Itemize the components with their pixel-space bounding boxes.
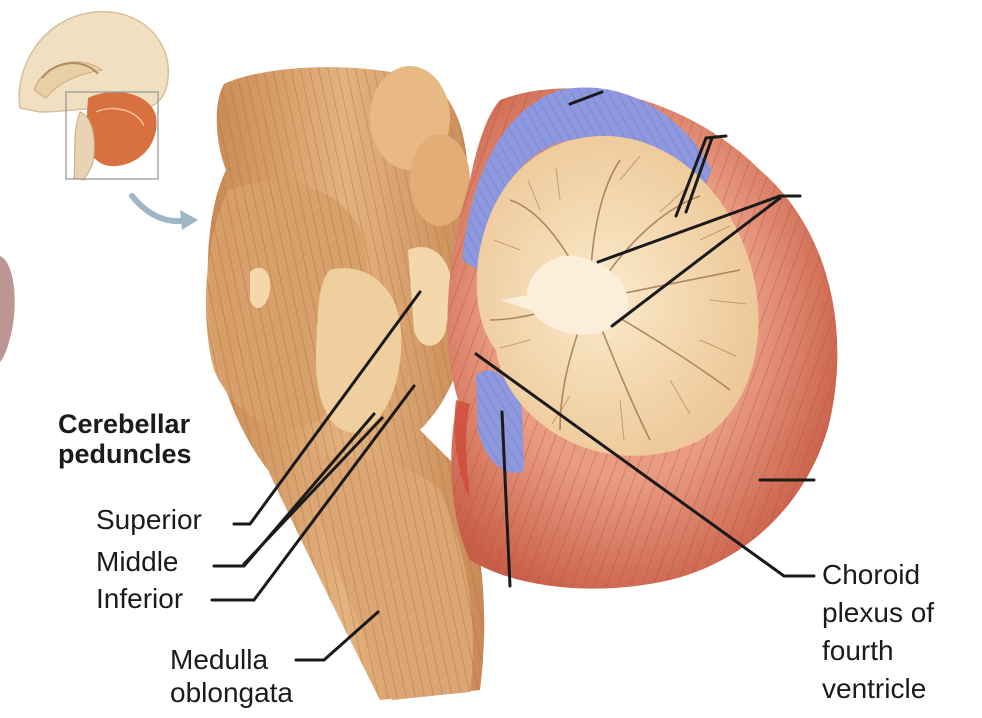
inset-brain-thumbnail	[19, 12, 168, 180]
cerebellar-peduncles-heading-line1: Cerebellar	[58, 410, 190, 439]
label-choroid-line2: plexus of	[822, 596, 934, 630]
label-inferior: Inferior	[96, 582, 183, 616]
cerebellar-peduncles-heading-line2: peduncles	[58, 440, 192, 469]
label-choroid-line3: fourth	[822, 634, 894, 668]
label-choroid-line4: ventricle	[822, 672, 926, 706]
inset-arrow-icon	[132, 196, 188, 221]
label-middle: Middle	[96, 545, 178, 579]
arrowhead-icon	[180, 210, 198, 230]
label-medulla-line2: oblongata	[170, 676, 293, 710]
label-choroid-line1: Choroid	[822, 558, 920, 592]
edge-fragment	[0, 256, 15, 362]
brainstem	[206, 66, 484, 700]
label-superior: Superior	[96, 503, 202, 537]
label-medulla-line1: Medulla	[170, 643, 268, 677]
